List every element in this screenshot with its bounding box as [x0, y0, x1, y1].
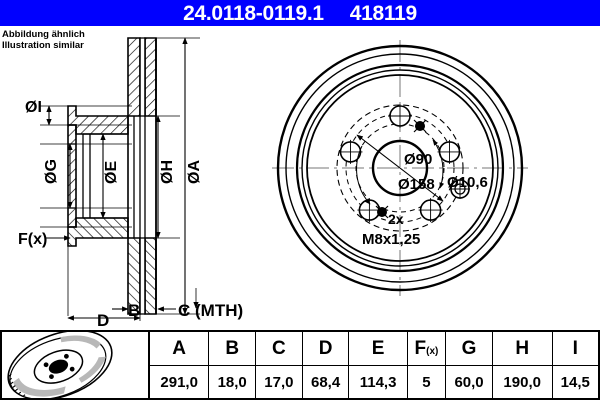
label-hole-diameter: Ø10,6	[447, 174, 488, 191]
col-header-I: I	[551, 332, 598, 366]
label-diameter-H: ØH	[159, 160, 176, 184]
disc-outer-rings	[276, 44, 524, 292]
wheel-bolt-hole	[338, 139, 363, 164]
illustration-note-en: Illustration similar	[2, 40, 84, 51]
col-header-B: B	[208, 332, 257, 366]
product-thumbnail	[2, 332, 150, 398]
label-dim-D: D	[97, 311, 109, 326]
col-header-H: H	[491, 332, 553, 366]
label-bore-diameter: Ø90	[404, 151, 432, 168]
value-Fx: 5	[406, 365, 447, 399]
spec-block: A B C D E F(x) G H I 291,0 18,0 17,0 68,…	[0, 330, 600, 400]
threaded-holes	[375, 119, 427, 219]
threaded-hole	[375, 205, 389, 219]
specification-table: A B C D E F(x) G H I 291,0 18,0 17,0 68,…	[150, 332, 598, 399]
hat-outer-dashed	[336, 104, 464, 232]
header-bar: 24.0118-0119.1 418119	[0, 0, 600, 26]
wheel-bolt-holes	[338, 104, 462, 223]
value-B: 18,0	[208, 365, 257, 399]
drawing-area: ØI ØG ØE ØH ØA F(x) B C (MTH) D	[0, 26, 600, 326]
illustration-note-de: Abbildung ähnlich	[2, 29, 85, 40]
col-header-E: E	[348, 332, 408, 366]
label-diameter-I: ØI	[25, 99, 42, 116]
label-thread-spec: M8x1,25	[362, 231, 420, 248]
value-A: 291,0	[150, 365, 210, 399]
label-dim-B: B	[128, 301, 140, 320]
col-header-G: G	[445, 332, 493, 366]
section-hat-upper	[67, 105, 129, 135]
label-pitch-circle: Ø158	[398, 176, 435, 193]
value-C: 17,0	[255, 365, 303, 399]
wheel-bolt-hole	[418, 198, 443, 223]
article-number: 418119	[349, 1, 417, 25]
label-force-fx: F(x)	[18, 231, 47, 248]
value-H: 190,0	[491, 365, 553, 399]
section-top-ring	[127, 37, 157, 117]
centre-lines	[272, 40, 528, 296]
section-hat-lower	[67, 217, 129, 247]
col-header-Fx-main: F	[414, 337, 427, 359]
illustration-note: Abbildung ähnlich Illustration similar	[2, 29, 85, 51]
brake-disc-illustration	[7, 332, 113, 398]
col-header-Fx: F(x)	[406, 332, 447, 366]
col-header-D: D	[301, 332, 350, 366]
label-thread-count: 2x	[388, 211, 404, 227]
section-hat-wall	[67, 124, 77, 228]
label-diameter-E: ØE	[103, 161, 120, 184]
threaded-hole	[413, 119, 427, 133]
value-E: 114,3	[348, 365, 408, 399]
table-value-row: 291,0 18,0 17,0 68,4 114,3 5 60,0 190,0 …	[150, 365, 598, 399]
face-view-group: Ø90 Ø158 Ø10,6 2x M8x1,25	[272, 40, 528, 296]
label-diameter-G: ØG	[43, 159, 60, 184]
part-number: 24.0118-0119.1	[183, 1, 324, 25]
value-G: 60,0	[445, 365, 493, 399]
col-header-A: A	[150, 332, 210, 366]
dimension-lines	[40, 37, 200, 321]
value-D: 68,4	[301, 365, 350, 399]
col-header-C: C	[255, 332, 303, 366]
col-header-Fx-sub: (x)	[426, 345, 439, 357]
table-header-row: A B C D E F(x) G H I	[150, 332, 598, 366]
label-dim-C: C (MTH)	[178, 301, 243, 320]
label-diameter-A: ØA	[186, 160, 203, 184]
wheel-bolt-hole	[388, 104, 412, 128]
value-I: 14,5	[551, 365, 598, 399]
face-dimension-arrows	[356, 134, 445, 205]
locating-hole	[450, 179, 470, 199]
wheel-bolt-hole	[437, 139, 462, 164]
